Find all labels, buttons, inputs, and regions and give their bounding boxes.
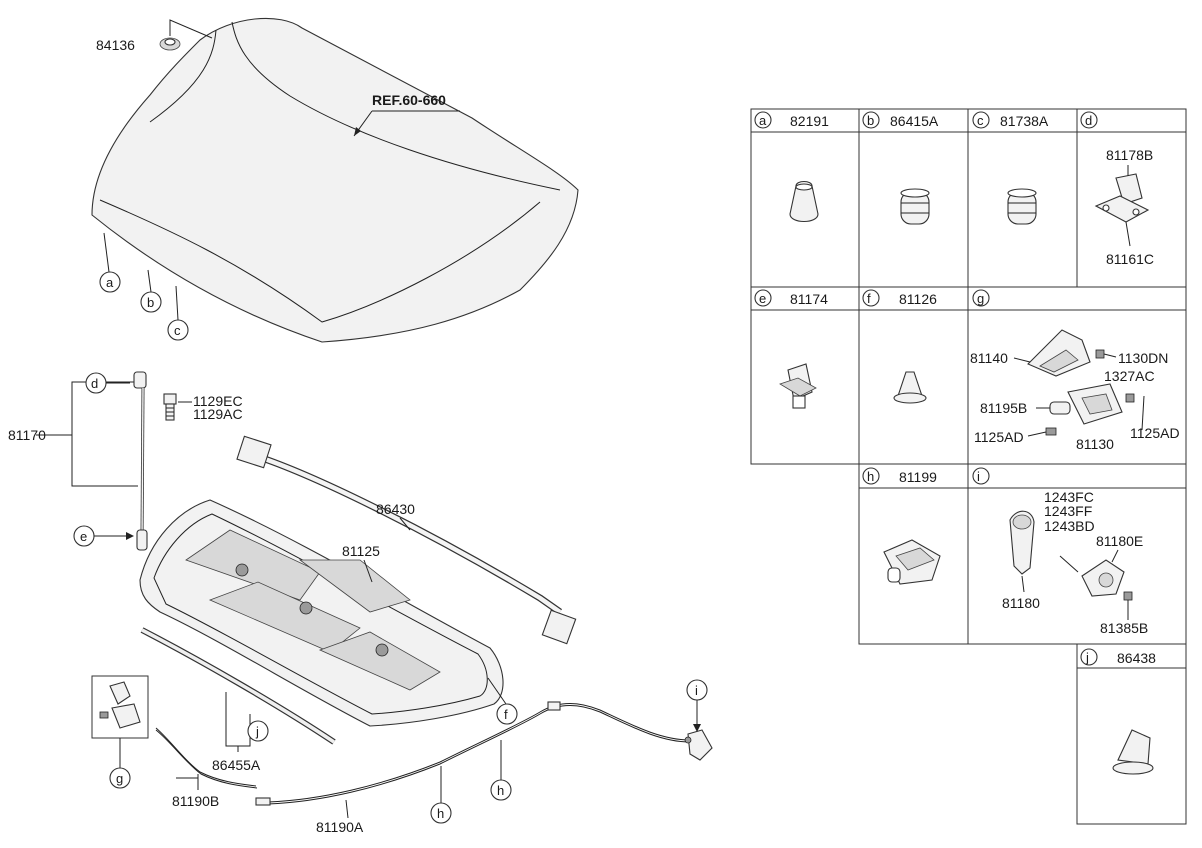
seal-strip-86455a: j 86455A: [140, 627, 336, 773]
reference-label: REF.60-660: [372, 92, 446, 108]
release-cables: 81190B 81190A h h i: [155, 679, 713, 835]
svg-text:f: f: [867, 291, 871, 306]
svg-text:i: i: [977, 469, 980, 484]
cell-i: i 1243FC 1243FF 1243BD 81180E 81180 8138…: [972, 467, 1148, 636]
bolt-b-label: 1129AC: [193, 406, 243, 422]
svg-text:c: c: [977, 113, 984, 128]
svg-text:h: h: [867, 469, 874, 484]
svg-text:81180E: 81180E: [1096, 533, 1143, 549]
hood-panel: [91, 17, 579, 343]
svg-text:h: h: [437, 806, 444, 821]
svg-text:f: f: [504, 707, 508, 722]
stay-rod-81170: 81170 d e 1129EC 1129AC: [8, 371, 243, 551]
svg-text:81126: 81126: [899, 291, 937, 307]
svg-text:81174: 81174: [790, 291, 828, 307]
cell-g: g 81140 1130DN 1327AC 81195B 1125AD 8113…: [970, 289, 1180, 452]
insulator-81125: 81125 f: [139, 499, 518, 727]
cell-f: f 81126: [862, 289, 937, 404]
svg-text:b: b: [867, 113, 874, 128]
seal-strip-label: 86455A: [212, 757, 261, 773]
svg-text:d: d: [91, 376, 98, 391]
cable-b-label: 81190B: [172, 793, 219, 809]
cell-d: d 81178B 81161C: [1080, 111, 1154, 267]
svg-text:b: b: [147, 295, 154, 310]
callout-h-2: [490, 779, 512, 801]
svg-text:a: a: [106, 275, 114, 290]
cell-h: h 81199: [862, 467, 941, 585]
svg-text:86415A: 86415A: [890, 113, 939, 129]
svg-text:1125AD: 1125AD: [1130, 425, 1180, 441]
svg-text:e: e: [759, 291, 766, 306]
reference-callout: REF.60-660: [353, 92, 460, 137]
cell-j: j 86438: [1080, 648, 1156, 775]
svg-text:1125AD: 1125AD: [974, 429, 1024, 445]
svg-text:e: e: [80, 529, 87, 544]
svg-text:81195B: 81195B: [980, 400, 1027, 416]
svg-text:81180: 81180: [1002, 595, 1040, 611]
svg-text:1243FC: 1243FC: [1044, 489, 1094, 505]
callout-b: [140, 291, 162, 313]
svg-text:81130: 81130: [1076, 436, 1114, 452]
callout-g: [109, 767, 131, 789]
cell-b: b 86415A: [862, 111, 939, 225]
weatherstrip-86430: 86430: [236, 435, 577, 645]
svg-text:81385B: 81385B: [1100, 620, 1148, 636]
svg-text:a: a: [759, 113, 767, 128]
callout-h-1: [430, 802, 452, 824]
callout-f: [496, 703, 518, 725]
svg-text:d: d: [1085, 113, 1092, 128]
grommet-label: 84136: [96, 37, 135, 53]
svg-text:j: j: [1085, 650, 1089, 665]
weatherstrip-label: 86430: [376, 501, 415, 517]
svg-text:i: i: [695, 683, 698, 698]
svg-text:g: g: [116, 771, 123, 786]
bolt-a-label: 1129EC: [193, 393, 243, 409]
svg-text:g: g: [977, 291, 984, 306]
svg-text:1243BD: 1243BD: [1044, 518, 1095, 534]
stay-rod-label: 81170: [8, 427, 46, 443]
svg-text:h: h: [497, 783, 504, 798]
latch-assembly-box: g: [91, 675, 149, 789]
svg-text:81178B: 81178B: [1106, 147, 1153, 163]
svg-text:81161C: 81161C: [1106, 251, 1154, 267]
svg-text:1130DN: 1130DN: [1118, 350, 1168, 366]
svg-text:c: c: [174, 323, 181, 338]
svg-text:j: j: [255, 724, 259, 739]
svg-text:81140: 81140: [970, 350, 1008, 366]
grommet-84136: 84136: [96, 19, 213, 53]
cell-a: a 82191: [754, 111, 829, 223]
cable-a-label: 81190A: [316, 819, 364, 835]
insulator-label: 81125: [342, 543, 380, 559]
svg-text:82191: 82191: [790, 113, 829, 129]
cell-c: c 81738A: [972, 111, 1049, 225]
hood-callouts: a b c: [99, 232, 189, 341]
svg-text:81738A: 81738A: [1000, 113, 1049, 129]
cell-e: e 81174: [754, 289, 828, 409]
callout-j: [247, 720, 269, 742]
callout-c: [167, 319, 189, 341]
svg-text:1327AC: 1327AC: [1104, 368, 1155, 384]
svg-text:81199: 81199: [899, 469, 937, 485]
callout-a: [99, 271, 121, 293]
svg-text:1243FF: 1243FF: [1044, 503, 1092, 519]
svg-text:86438: 86438: [1117, 650, 1156, 666]
parts-table: a 82191 b 86415A c 81738A d 81178B: [750, 108, 1187, 825]
